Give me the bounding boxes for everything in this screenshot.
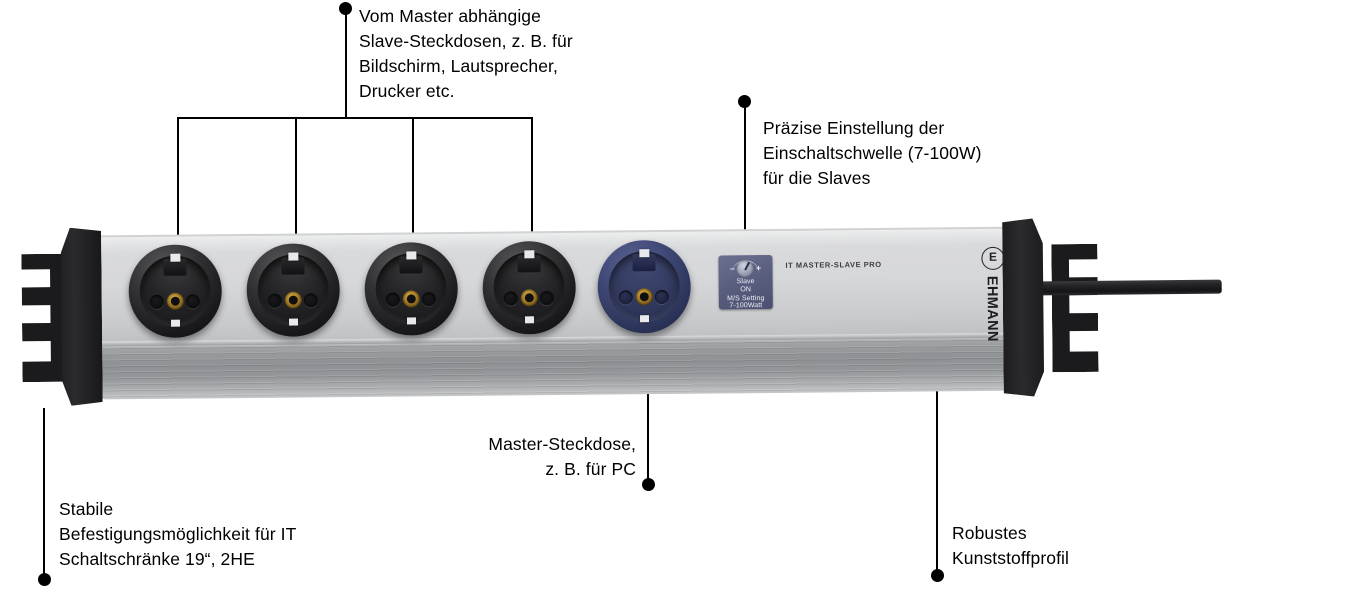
- panel-label-on: ON: [740, 286, 752, 294]
- socket-slave-1[interactable]: [128, 244, 223, 339]
- pin-hole-right: [185, 294, 200, 309]
- center-contact: [284, 291, 302, 309]
- panel-label-watt-range: 7-100Watt: [729, 302, 763, 310]
- housing-ribbing: [100, 338, 1031, 398]
- minus-icon: –: [729, 263, 735, 274]
- pin-hole-right: [539, 291, 554, 306]
- callout-dot-mounting: [38, 573, 51, 586]
- dial-row: – +: [718, 260, 772, 278]
- earth-contact-top: [405, 251, 416, 260]
- callout-housing: Robustes Kunststoffprofil: [952, 523, 1070, 568]
- pin-hole-left: [267, 293, 282, 308]
- socket-slave-4[interactable]: [482, 240, 577, 335]
- threshold-dial[interactable]: [736, 260, 754, 278]
- earth-contact-top: [169, 253, 180, 262]
- socket-slave-2[interactable]: [246, 243, 341, 338]
- leader-line-slave-riser: [345, 8, 347, 118]
- pin-hole-left: [503, 291, 518, 306]
- pin-hole-right: [303, 293, 318, 308]
- callout-mounting: Stabile Befestigungsmöglichkeit für IT S…: [59, 499, 297, 569]
- earth-contact-bottom: [170, 319, 181, 327]
- earth-contact-bottom: [288, 318, 299, 326]
- master-slave-control-panel[interactable]: – + Slave ON M/S Setting 7-100Watt: [718, 254, 773, 310]
- power-cord: [1039, 279, 1222, 296]
- leader-line-master: [647, 330, 649, 480]
- pin-hole-right: [421, 292, 436, 307]
- earth-contact-top: [287, 252, 298, 261]
- leader-line-mounting: [43, 408, 45, 576]
- pin-hole-right: [654, 289, 669, 305]
- socket-master[interactable]: [597, 239, 692, 334]
- earth-contact-bottom: [639, 315, 650, 323]
- callout-dot-housing: [931, 569, 944, 582]
- leader-line-slave-3: [412, 117, 414, 283]
- center-contact: [402, 290, 420, 308]
- leader-line-housing: [936, 378, 938, 572]
- center-contact: [635, 288, 653, 306]
- leader-line-threshold: [744, 101, 746, 267]
- pin-hole-left: [618, 290, 633, 305]
- pin-hole-left: [385, 292, 400, 307]
- brand-name: EHMANN: [983, 275, 1001, 342]
- center-contact: [166, 292, 184, 310]
- ehmann-mark-icon: E: [981, 246, 1005, 270]
- earth-contact-bottom: [524, 316, 535, 324]
- brand-logo: E EHMANN: [969, 243, 1014, 353]
- callout-threshold-dial: Präzise Einstellung der Einschaltschwell…: [763, 118, 982, 188]
- callout-dot-master: [642, 478, 655, 491]
- pin-hole-left: [149, 294, 164, 309]
- end-cap-left: [55, 227, 103, 405]
- callout-master-socket: Master-Steckdose, z. B. für PC: [488, 434, 636, 479]
- earth-contact-top: [638, 249, 649, 258]
- model-name-label: IT MASTER-SLAVE PRO: [785, 259, 882, 270]
- leader-line-slave-1: [177, 117, 179, 285]
- power-strip-device: – + Slave ON M/S Setting 7-100Watt IT MA…: [39, 212, 1222, 422]
- plus-icon: +: [755, 263, 762, 274]
- callout-slave-sockets: Vom Master abhängige Slave-Steckdosen, z…: [359, 6, 573, 101]
- center-contact: [520, 289, 538, 307]
- leader-line-slave-bar: [177, 117, 533, 119]
- socket-slave-3[interactable]: [364, 241, 459, 336]
- leader-line-slave-4: [531, 117, 533, 281]
- leader-line-slave-2: [295, 117, 297, 284]
- mounting-bracket-right: [1051, 244, 1098, 372]
- earth-contact-top: [523, 250, 534, 259]
- earth-contact-bottom: [406, 317, 417, 325]
